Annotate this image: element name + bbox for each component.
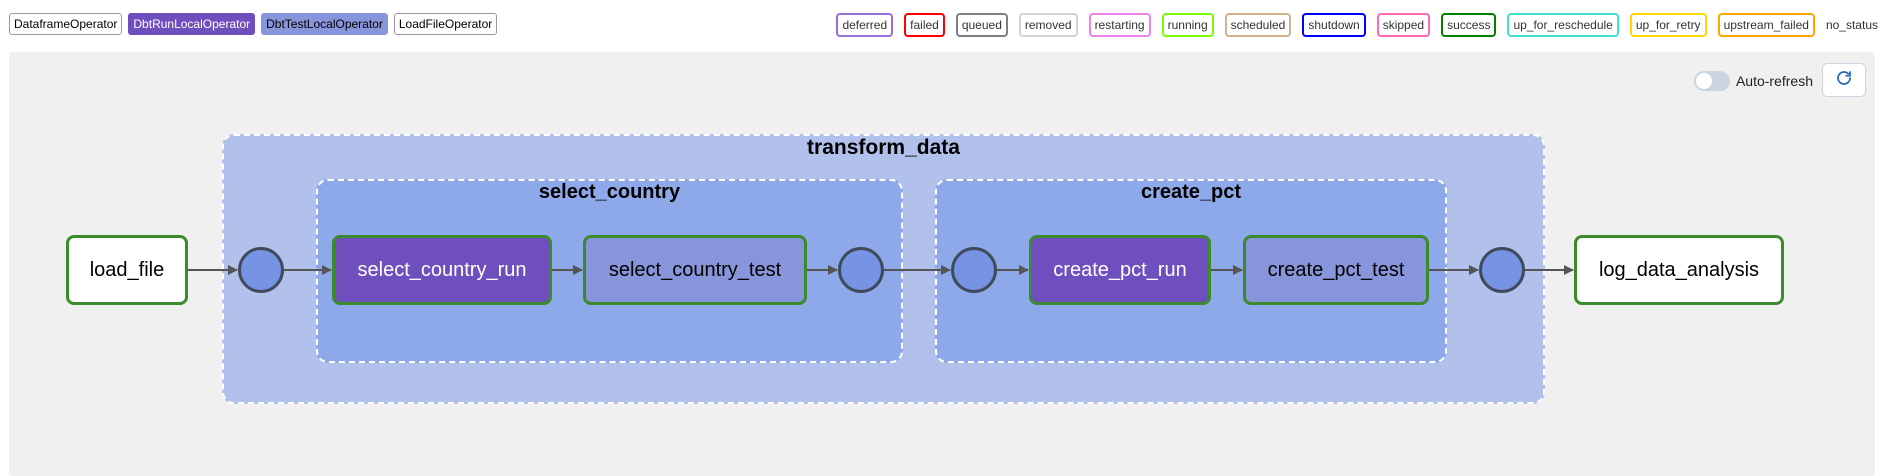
status-legend: deferred failed queued removed restartin…: [836, 13, 1878, 37]
group-title-select-country: select_country: [538, 181, 681, 203]
task-load-file[interactable]: load_file: [66, 235, 188, 305]
task-select-country-test[interactable]: select_country_test: [583, 235, 807, 305]
operator-legend: DataframeOperator DbtRunLocalOperator Db…: [9, 13, 498, 35]
operator-tag-dbt-test-local[interactable]: DbtTestLocalOperator: [261, 13, 388, 35]
group-title-transform-data: transform_data: [807, 136, 960, 159]
task-create-pct-run[interactable]: create_pct_run: [1029, 235, 1211, 305]
auto-refresh-control: Auto-refresh: [1693, 71, 1813, 91]
refresh-button[interactable]: [1822, 63, 1866, 97]
status-tag-success[interactable]: success: [1441, 13, 1497, 37]
operator-tag-dataframe[interactable]: DataframeOperator: [9, 13, 123, 35]
status-tag-upstream-failed[interactable]: upstream_failed: [1717, 13, 1815, 37]
task-label: log_data_analysis: [1598, 258, 1760, 281]
join-node[interactable]: [951, 247, 997, 293]
status-tag-no-status[interactable]: no_status: [1825, 18, 1878, 32]
refresh-icon: [1835, 69, 1853, 92]
graph-canvas[interactable]: Auto-refresh transform_data select_count…: [9, 52, 1875, 476]
status-tag-deferred[interactable]: deferred: [836, 13, 894, 37]
toggle-knob: [1695, 73, 1712, 89]
join-node[interactable]: [238, 247, 284, 293]
status-tag-shutdown[interactable]: shutdown: [1302, 13, 1366, 37]
task-label: create_pct_test: [1267, 258, 1405, 281]
operator-tag-dbt-run-local[interactable]: DbtRunLocalOperator: [128, 13, 256, 35]
task-log-data-analysis[interactable]: log_data_analysis: [1574, 235, 1784, 305]
status-tag-running[interactable]: running: [1161, 13, 1214, 37]
status-tag-skipped[interactable]: skipped: [1376, 13, 1431, 37]
status-tag-scheduled[interactable]: scheduled: [1224, 13, 1292, 37]
auto-refresh-label: Auto-refresh: [1735, 73, 1813, 89]
task-label: create_pct_run: [1053, 258, 1187, 281]
operator-tag-load-file[interactable]: LoadFileOperator: [393, 13, 498, 35]
status-tag-restarting[interactable]: restarting: [1088, 13, 1151, 37]
join-node[interactable]: [838, 247, 884, 293]
task-label: select_country_test: [608, 258, 782, 281]
task-label: load_file: [89, 258, 165, 281]
task-select-country-run[interactable]: select_country_run: [332, 235, 552, 305]
group-title-create-pct: create_pct: [1140, 181, 1242, 203]
status-tag-up-for-retry[interactable]: up_for_retry: [1629, 13, 1707, 37]
status-tag-up-for-reschedule[interactable]: up_for_reschedule: [1507, 13, 1619, 37]
status-tag-failed[interactable]: failed: [904, 13, 945, 37]
status-tag-removed[interactable]: removed: [1018, 13, 1078, 37]
task-create-pct-test[interactable]: create_pct_test: [1243, 235, 1429, 305]
join-node[interactable]: [1479, 247, 1525, 293]
task-label: select_country_run: [357, 258, 527, 281]
status-tag-queued[interactable]: queued: [955, 13, 1008, 37]
auto-refresh-toggle[interactable]: [1693, 71, 1730, 91]
